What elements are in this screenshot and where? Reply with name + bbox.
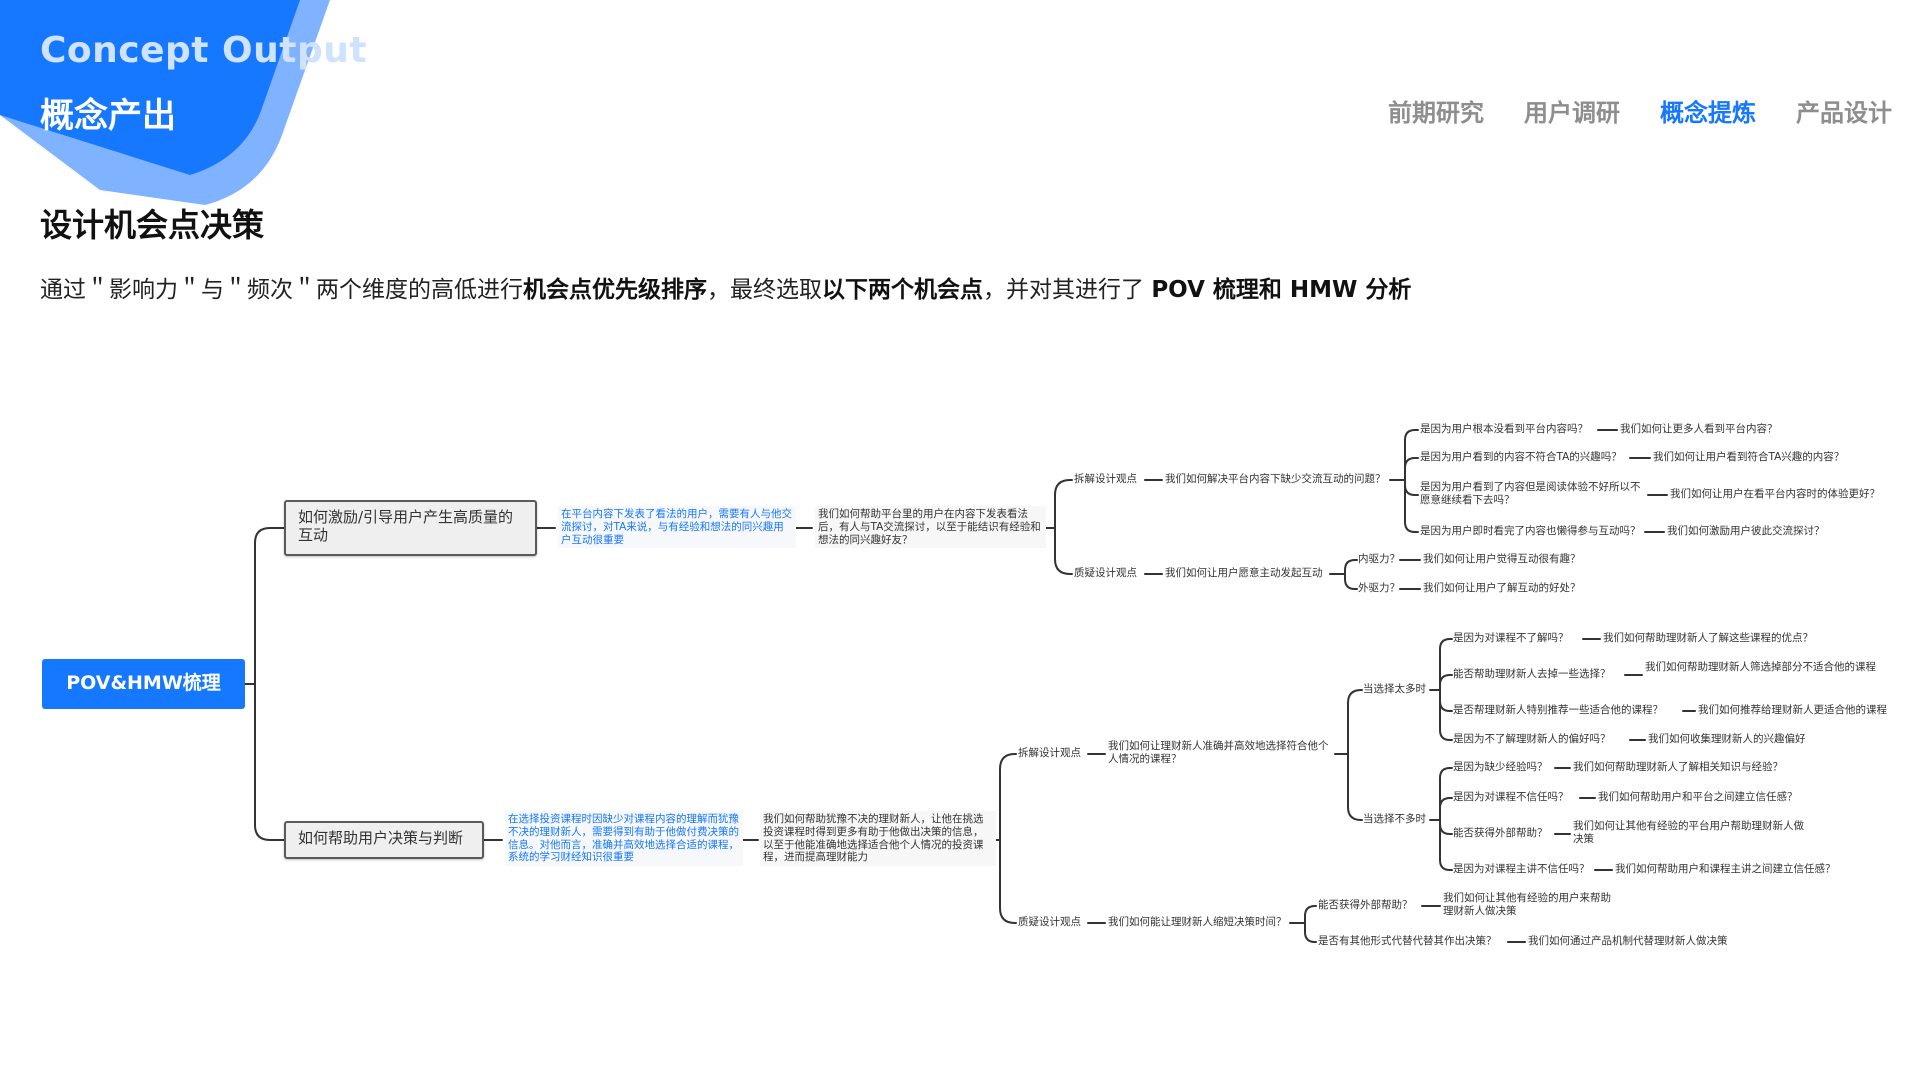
header-title-cn: 概念产出 [40,96,176,136]
b2v2-item-2-a: 我们如何通过产品机制代替理财新人做决策 [1528,935,1728,947]
b2-view-2-type: 质疑设计观点 [1018,916,1081,928]
g2-item-3-a: 我们如何让其他有经验的平台用户帮助理财新人做决策 [1573,820,1804,845]
connector-b2v2-item-1 [1304,905,1317,924]
b1v1-item-2-a: 我们如何让用户看到符合TA兴趣的内容？ [1653,451,1845,463]
b2-view-1-type: 拆解设计观点 [1018,747,1081,759]
b1v1-item-4-a: 我们如何激励用户彼此交流探讨？ [1667,525,1825,537]
connector-b1v1-item-2 [1404,457,1419,481]
g1-item-3-q: 是否帮理财新人特别推荐一些适合他的课程？ [1453,704,1663,716]
branch-2-node: 如何帮助用户决策与判断 [284,821,484,859]
desc-bold-2: 以下两个机会点 [822,277,983,303]
b1v2-item-1-a: 我们如何让用户觉得互动很有趣？ [1423,553,1581,565]
connector-g2-item-3 [1439,819,1453,835]
connector-b2v1-group-2 [1347,753,1363,821]
g2-item-4-a: 我们如何帮助用户和课程主讲之间建立信任感？ [1615,863,1836,875]
branch-2-pov: 在选择投资课程时因缺少对课程内容的理解而犹豫不决的理财新人，需要得到有助于他做付… [505,811,743,867]
g1-item-3-a: 我们如何推荐给理财新人更适合他的课程 [1698,704,1887,716]
b1v1-item-1-q: 是因为用户根本没看到平台内容吗？ [1420,423,1588,435]
g2-item-3-q: 能否获得外部帮助？ [1453,827,1548,839]
b1v1-item-2-q: 是因为用户看到的内容不符合TA的兴趣吗？ [1420,451,1622,463]
b1-view-1-question: 我们如何解决平台内容下缺少交流互动的问题？ [1165,473,1386,485]
g1-item-4-q: 是因为不了解理财新人的偏好吗？ [1453,733,1611,745]
branch-2-hmw: 我们如何帮助犹豫不决的理财新人，让他在挑选投资课程时得到更多有助于他做出决策的信… [760,811,996,867]
b1-view-2-type: 质疑设计观点 [1074,567,1137,579]
connector-b1v2-item-1 [1344,559,1358,575]
b1v2-item-1-q: 内驱力？ [1358,553,1400,565]
desc-part-1: 通过＂影响力＂与＂频次＂两个维度的高低进行 [40,277,523,303]
connector-b2-view-2 [999,839,1017,924]
g2-item-2-q: 是因为对课程不信任吗？ [1453,791,1569,803]
b1-view-1-type: 拆解设计观点 [1074,473,1137,485]
g2-item-2-a: 我们如何帮助用户和平台之间建立信任感？ [1598,791,1798,803]
connector-b1-view-2 [1054,527,1073,575]
desc-bold-3: POV 梳理和 HMW 分析 [1151,277,1412,303]
b2v2-item-2-q: 是否有其他形式代替代替其作出决策？ [1318,935,1497,947]
section-title: 设计机会点决策 [40,206,265,244]
connector-b2-view-1 [999,753,1017,841]
connector-b1v1-item-4 [1404,479,1419,533]
connector-b2v1-group-1 [1347,689,1363,755]
connector-g2-item-2 [1439,797,1453,821]
header-title-en: Concept Output [40,30,368,71]
b2-view-2-question: 我们如何能让理财新人缩短决策时间？ [1108,916,1287,928]
desc-bold-1: 机会点优先级排序 [523,277,707,303]
nav-item-product-design[interactable]: 产品设计 [1796,99,1892,127]
section-description: 通过＂影响力＂与＂频次＂两个维度的高低进行机会点优先级排序，最终选取以下两个机会… [40,270,1411,304]
b1v1-item-3-q: 是因为用户看到了内容但是阅读体验不好所以不愿意继续看下去吗？ [1420,481,1641,506]
g2-item-4-q: 是因为对课程主讲不信任吗？ [1453,863,1590,875]
nav-item-user-research[interactable]: 用户调研 [1524,99,1620,127]
connector-g1-item-4 [1439,689,1453,741]
connector-b2v2-item-2 [1304,922,1317,943]
connector-g1-item-2 [1439,674,1453,691]
connector-b1v1-item-3 [1404,479,1419,496]
b1-view-2-question: 我们如何让用户愿意主动发起互动 [1165,567,1323,579]
root-node: POV&HMW梳理 [42,659,245,709]
connector-root-branch-2 [254,683,285,841]
g2-item-1-q: 是因为缺少经验吗？ [1453,761,1548,773]
g2-item-1-a: 我们如何帮助理财新人了解相关知识与经验？ [1573,761,1783,773]
corner-main-shape [0,0,300,175]
connector-root-branch-1 [254,527,285,685]
connector-g2-item-1 [1439,767,1453,821]
g1-item-1-q: 是因为对课程不了解吗？ [1453,632,1569,644]
b1v2-item-2-a: 我们如何让用户了解互动的好处？ [1423,582,1581,594]
b1v1-item-4-q: 是因为用户即时看完了内容也懒得参与互动吗？ [1420,525,1641,537]
g1-item-2-q: 能否帮助理财新人去掉一些选择？ [1453,668,1611,680]
desc-part-3: ，并对其进行了 [983,277,1152,303]
b1v1-item-1-a: 我们如何让更多人看到平台内容？ [1620,423,1778,435]
connector-b1v1-item-1 [1404,429,1419,481]
g1-item-2-a: 我们如何帮助理财新人筛选掉部分不适合他的课程 [1645,661,1876,673]
nav-item-concept[interactable]: 概念提炼 [1660,99,1756,127]
b2-view-1-question: 我们如何让理财新人准确并高效地选择符合他个人情况的课程？ [1108,740,1329,765]
connector-g1-item-3 [1439,689,1453,712]
branch-1-hmw: 我们如何帮助平台里的用户在内容下发表看法后，有人与TA交流探讨，以至于能结识有经… [815,506,1046,549]
b2v1-group-1-label: 当选择太多时 [1363,683,1426,695]
b1v2-item-2-q: 外驱力？ [1358,582,1400,594]
g1-item-4-a: 我们如何收集理财新人的兴趣偏好 [1648,733,1806,745]
b2v2-item-1-q: 能否获得外部帮助？ [1318,899,1413,911]
connector-b1v2-item-2 [1344,573,1358,590]
desc-part-2: ，最终选取 [707,277,822,303]
b2v1-group-2-label: 当选择不多时 [1363,813,1426,825]
nav-item-research[interactable]: 前期研究 [1388,99,1484,127]
g1-item-1-a: 我们如何帮助理财新人了解这些课程的优点？ [1603,632,1813,644]
b2v2-item-1-a: 我们如何让其他有经验的用户来帮助理财新人做决策 [1443,892,1611,917]
corner-decoration [0,0,330,205]
connector-g1-item-1 [1439,638,1453,691]
connector-g2-item-4 [1439,819,1453,871]
b1v1-item-3-a: 我们如何让用户在看平台内容时的体验更好？ [1670,488,1880,500]
branch-1-node: 如何激励/引导用户产生高质量的互动 [284,500,537,556]
branch-1-pov: 在平台内容下发表了看法的用户，需要有人与他交流探讨，对TA来说，与有经验和想法的… [558,506,796,549]
connector-b1-view-1 [1054,479,1073,529]
